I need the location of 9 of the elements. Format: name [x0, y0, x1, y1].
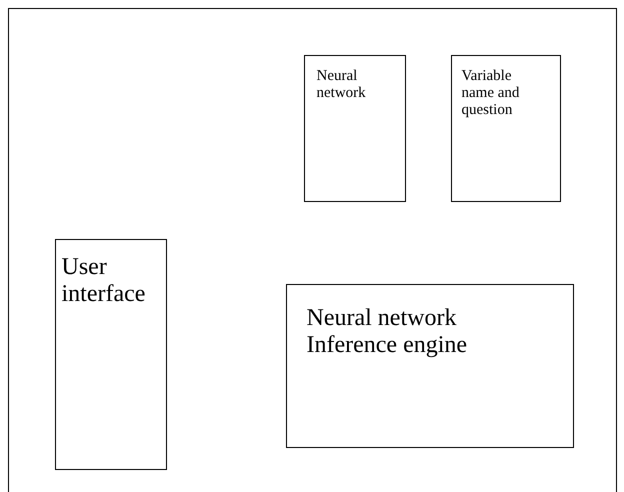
- component-label: Variable name and question: [462, 68, 520, 120]
- component-label: User interface: [62, 254, 146, 309]
- component-label: Neural network Inference engine: [306, 304, 468, 360]
- frame-box: [8, 8, 617, 492]
- component-box: [304, 54, 406, 202]
- component-box: [450, 54, 560, 202]
- component-box: [286, 284, 574, 448]
- component-box: [54, 238, 166, 470]
- component-label: Neural network: [316, 68, 367, 102]
